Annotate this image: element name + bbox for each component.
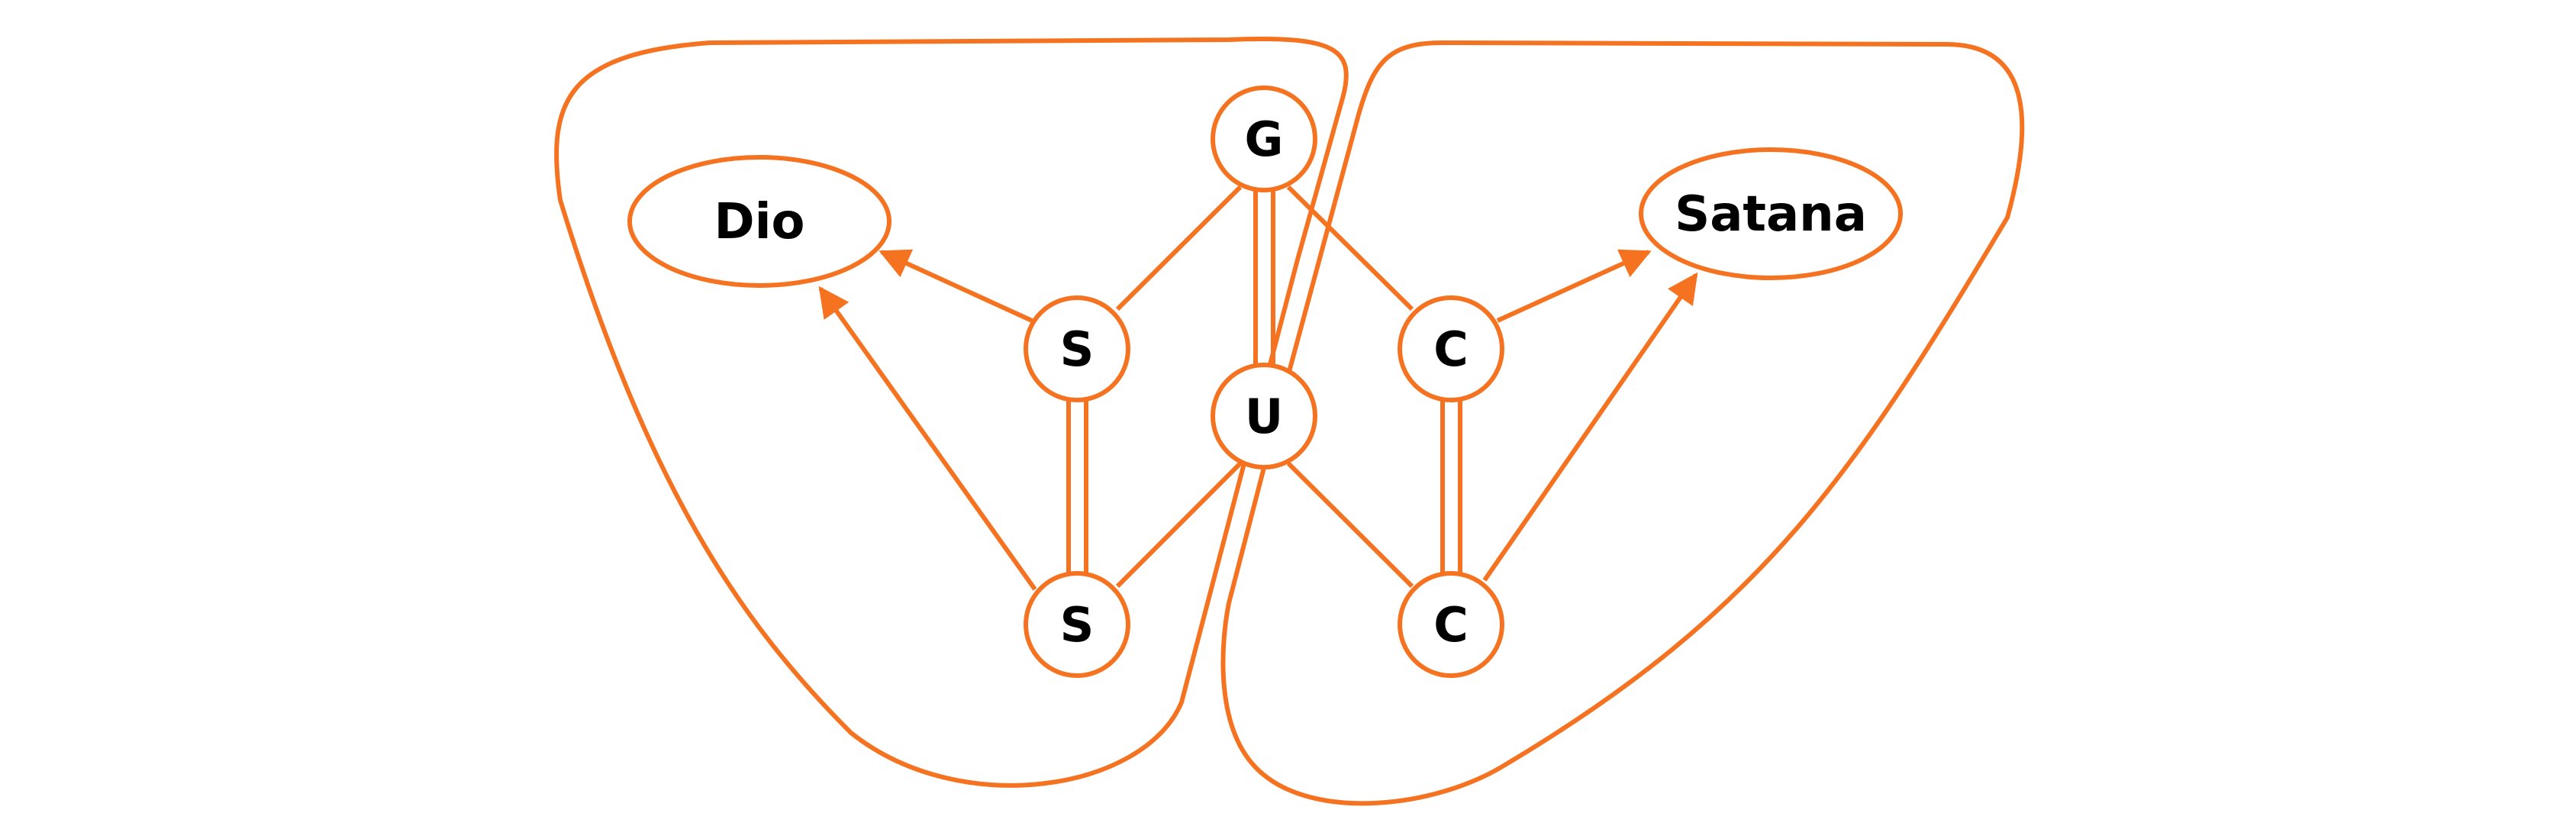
node-c-lower: C <box>1398 571 1504 678</box>
edge-g-s-upper <box>1115 185 1243 311</box>
node-satan-label: Satana <box>1675 186 1867 243</box>
arrow-c-lower-to-satan <box>1482 272 1698 582</box>
arrow-c-upper-to-satan <box>1496 249 1652 323</box>
arrow-s-upper-to-god <box>879 249 1033 323</box>
double-edge-c-c <box>1440 399 1462 573</box>
node-s-upper: S <box>1024 295 1130 402</box>
node-g-label: G <box>1245 111 1284 167</box>
node-u-label: U <box>1245 389 1283 444</box>
node-s-lower: S <box>1024 571 1130 678</box>
edge-u-c-lower <box>1286 461 1414 589</box>
node-c-lower-label: C <box>1433 597 1469 653</box>
node-c-upper-label: C <box>1433 321 1469 377</box>
node-s-lower-label: S <box>1060 597 1095 653</box>
node-g: G <box>1211 86 1317 192</box>
node-c-upper: C <box>1398 295 1504 402</box>
right-region-outline <box>1220 40 2025 806</box>
arrow-s-lower-to-god <box>818 286 1037 591</box>
edge-u-s-lower <box>1115 461 1243 589</box>
node-s-upper-label: S <box>1060 321 1095 377</box>
node-god: Dio <box>627 155 891 288</box>
double-edge-g-u <box>1253 191 1275 365</box>
left-region-outline <box>554 36 1349 788</box>
double-edge-s-s <box>1066 399 1088 573</box>
node-u: U <box>1211 363 1317 470</box>
node-god-label: Dio <box>714 194 804 250</box>
edge-g-c-upper <box>1286 185 1414 311</box>
node-satan: Satana <box>1639 147 1903 280</box>
